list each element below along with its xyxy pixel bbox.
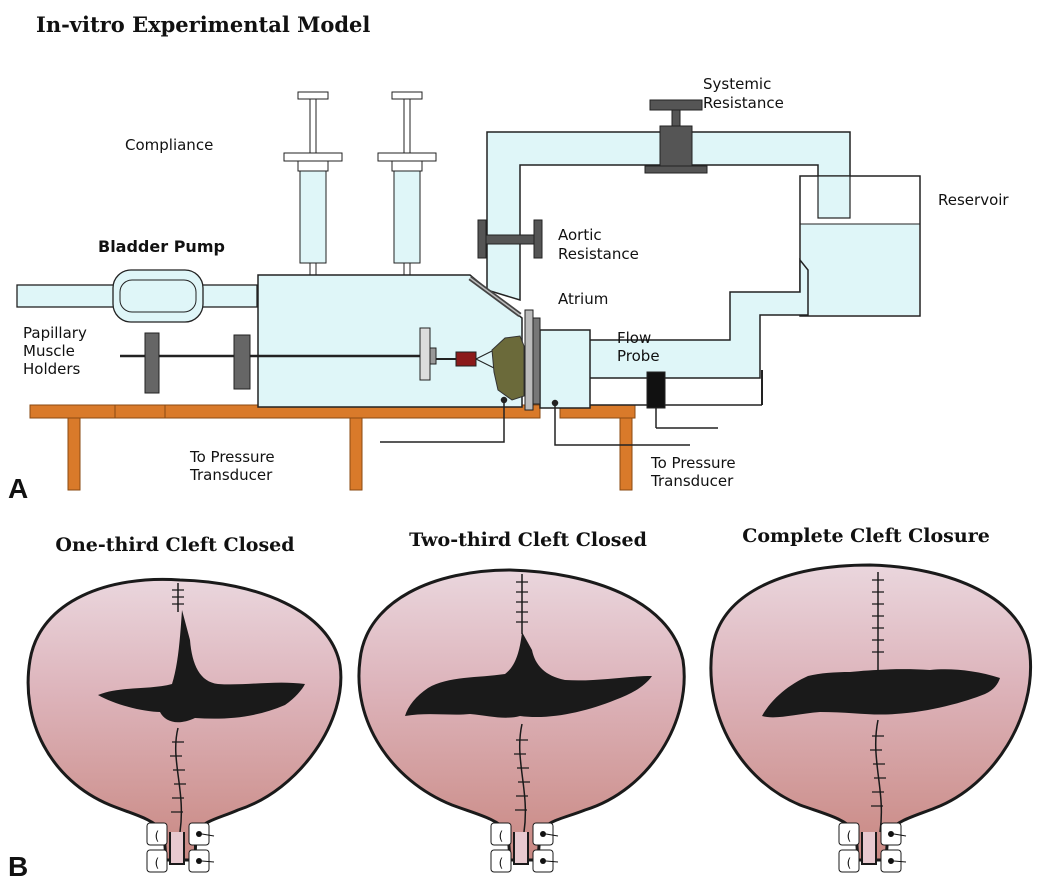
valve-orifice [405,632,652,718]
svg-text:(: ( [155,829,160,843]
aortic-resistance-clamp [477,219,543,259]
label-systemic-resistance-1: Systemic [703,75,771,93]
label-flow-probe-1: Flow [617,329,651,347]
valve-orifice [98,610,305,723]
ventricle-chamber [257,274,523,408]
label-pressure-left-1: To Pressure [189,448,275,466]
panel-a: In-vitro Experimental Model [8,12,1009,504]
valve-two-third: Two-third Cleft Closed ( ( [357,529,686,873]
label-pressure-right-2: Transducer [650,472,734,490]
valve-title-one-third: One-third Cleft Closed [55,534,294,556]
mitral-plate [524,309,534,411]
panel-a-letter: A [8,473,28,504]
systemic-resistance-clamp [644,99,708,174]
label-flow-probe-2: Probe [617,347,660,365]
valve-title-two-third: Two-third Cleft Closed [409,529,647,551]
svg-text:(: ( [847,829,852,843]
panel-a-title: In-vitro Experimental Model [36,12,370,37]
svg-text:(: ( [499,856,504,870]
label-aortic-resistance-2: Resistance [558,245,639,263]
aortic-loop-pipe [486,131,851,302]
svg-text:(: ( [847,856,852,870]
label-bladder-pump: Bladder Pump [98,237,225,256]
svg-text:(: ( [155,856,160,870]
label-compliance: Compliance [125,136,213,154]
panel-b: B One-third Cleft Closed ( ( Two-third C… [8,525,1033,882]
support-table [29,404,636,491]
label-atrium: Atrium [558,290,608,308]
panel-b-letter: B [8,851,28,882]
valve-title-complete: Complete Cleft Closure [742,525,990,547]
return-pipe [559,257,809,379]
valve-complete: Complete Cleft Closure ( ( [709,525,1033,873]
atrium-chamber [539,329,591,409]
label-systemic-resistance-2: Resistance [703,94,784,112]
papillary-muscle-holders [120,327,499,394]
valve-one-third: One-third Cleft Closed ( ( [26,534,343,873]
pressure-lines [380,396,690,446]
compliance-syringe-right [377,91,437,276]
label-reservoir: Reservoir [938,191,1009,209]
label-pressure-left-2: Transducer [189,466,273,484]
label-pressure-right-1: To Pressure [650,454,736,472]
compliance-syringe-left [283,91,343,276]
bladder-pump [16,269,258,323]
flow-probe [646,371,718,429]
label-papillary-1: Papillary [23,324,87,342]
svg-text:(: ( [499,829,504,843]
mitral-valve-tissue [491,335,525,401]
label-aortic-resistance-1: Aortic [558,226,602,244]
label-papillary-3: Holders [23,360,81,378]
label-papillary-2: Muscle [23,342,75,360]
valve-orifice [762,669,1000,718]
panel-a-labels: Compliance Systemic Resistance Reservoir… [23,75,1009,490]
